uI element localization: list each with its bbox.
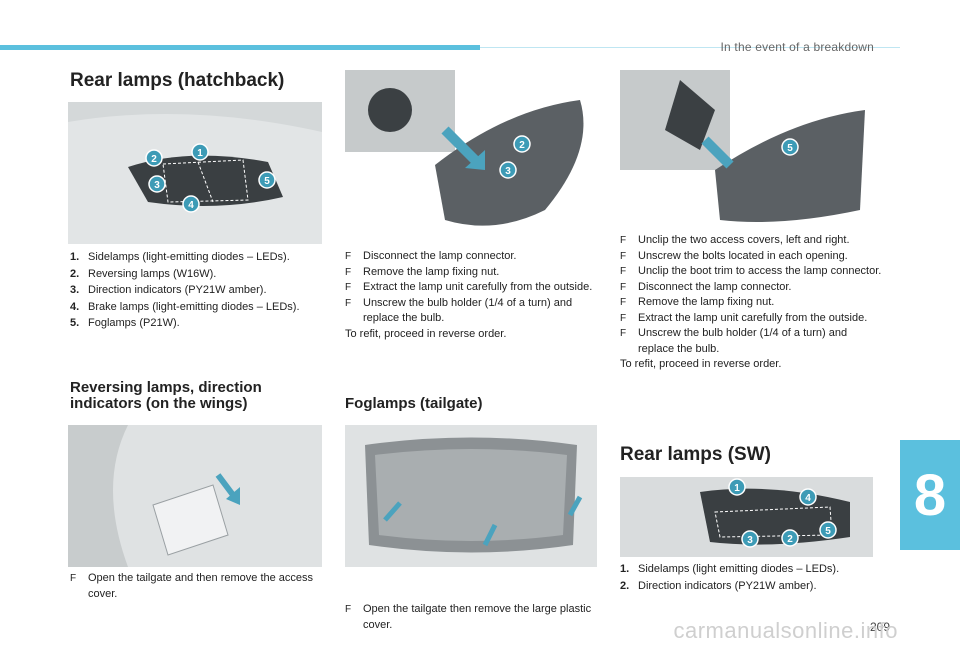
svg-text:1: 1 [734,483,740,494]
svg-text:5: 5 [787,143,793,154]
photo-badge-1: 1 [191,143,209,161]
chapter-number: 8 [913,462,947,528]
watermark: carmanualsonline.info [673,618,898,643]
svg-text:1: 1 [197,148,203,159]
bullet-icon: F [345,604,352,615]
list-item: 1.Sidelamps (light emitting diodes – LED… [620,563,840,575]
photo-badge-4: 4 [182,195,200,213]
bullet-icon: F [620,297,627,308]
subsection-title-foglamps: Foglamps (tailgate) [345,395,483,412]
bullet-icon: F [620,235,627,246]
photo-badge-3: 3 [741,530,759,548]
photo-access-cover-wing [68,425,322,567]
section-title-sw: Rear lamps (SW) [620,444,771,465]
svg-text:2: 2 [151,154,157,165]
bullet-icon: F [345,297,352,309]
bullet-icon: F [620,266,627,277]
refit-note: To refit, proceed in reverse order. [620,358,782,370]
bullet-icon: F [345,282,352,293]
rear-lamp-hatchback-illustration: 1 2 3 4 5 [68,102,322,244]
svg-text:2: 2 [519,140,525,151]
bulb-list-sw: 1.Sidelamps (light emitting diodes – LED… [620,562,885,595]
access-cover-wing-illustration [68,425,322,567]
photo-rear-lamp-sw: 1 2 3 4 5 [620,477,873,557]
page-number: 209 [869,620,890,634]
bullet-icon: F [345,251,352,262]
photo-badge-2: 2 [781,529,799,547]
subsection-title-wings: Reversing lamps, direction indicators (o… [70,379,262,412]
photo-badge-3: 3 [499,161,517,179]
bullet-icon: F [620,312,627,324]
section-title: In the event of a breakdown [720,40,874,54]
page-title: Rear lamps (hatchback) [70,70,285,91]
svg-text:3: 3 [747,535,753,546]
photo-badge-2: 2 [513,135,531,153]
photo-rear-lamp-hatchback: 1 2 3 4 5 [68,102,322,244]
list-item: 4.Brake lamps (light-emitting diodes – L… [70,300,300,313]
bullet-icon: F [70,573,77,584]
step-open-tailgate-wing: F Open the tailgate and then remove the … [70,572,314,600]
photo-tailgate-cover [345,425,597,567]
list-item: 5.Foglamps (P21W). [70,317,180,329]
photo-badge-5: 5 [258,171,276,189]
bulb-list-hatchback: 1.Sidelamps (light-emitting diodes – LED… [70,250,332,333]
photo-badge-5: 5 [781,138,799,156]
rear-lamp-sw-illustration: 1 2 3 4 5 [620,477,873,557]
photo-badge-5: 5 [819,521,837,539]
refit-note: To refit, proceed in reverse order. [345,327,507,340]
bullet-icon: F [620,328,627,339]
bullet-icon: F [620,281,627,293]
header-rule [480,47,900,48]
bulb-holder-hatchback-illustration: 2 3 [345,70,595,237]
chapter-tab: 8 [900,440,960,550]
svg-text:3: 3 [505,166,511,177]
bulb-holder-sw-illustration: 5 [620,70,873,227]
list-item: 2.Direction indicators (PY21W amber). [620,579,817,592]
step-open-tailgate-fog: F Open the tailgate then remove the larg… [345,603,592,631]
photo-badge-3: 3 [148,175,166,193]
list-item: 2.Reversing lamps (W16W). [70,267,217,280]
svg-text:5: 5 [825,526,831,537]
photo-badge-1: 1 [728,478,746,496]
list-item: 1.Sidelamps (light-emitting diodes – LED… [70,251,290,263]
bullet-icon: F [345,266,352,278]
header-accent-bar [0,45,480,50]
tailgate-cover-illustration [345,425,597,567]
svg-text:2: 2 [787,534,793,545]
photo-badge-4: 4 [799,488,817,506]
svg-text:4: 4 [805,493,811,504]
svg-text:4: 4 [188,200,194,211]
photo-bulb-holder-hatchback: 2 3 [345,70,595,237]
svg-text:5: 5 [264,176,270,187]
bullet-icon: F [620,250,627,262]
svg-text:3: 3 [154,180,160,191]
photo-badge-2: 2 [145,149,163,167]
photo-bulb-holder-sw: 5 [620,70,873,227]
list-item: 3.Direction indicators (PY21W amber). [70,284,267,296]
